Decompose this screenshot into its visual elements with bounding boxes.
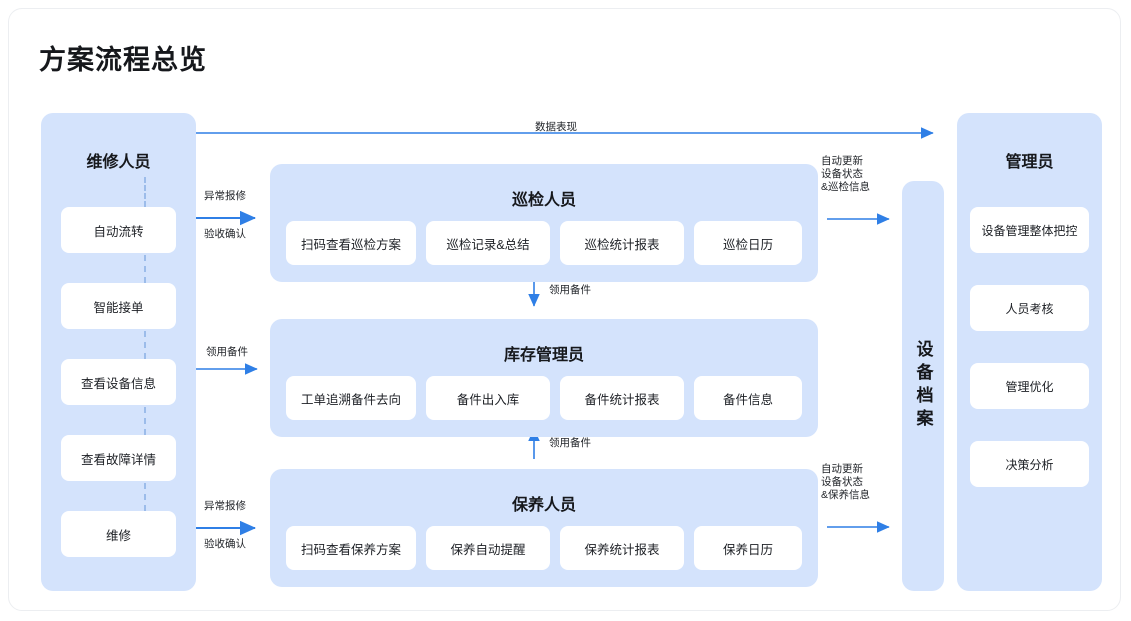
device-archive-bar: 设备档案: [902, 181, 944, 591]
chip-maintenance-auto-remind[interactable]: 保养自动提醒: [426, 526, 550, 570]
label-maint-acceptance-confirm: 验收确认: [204, 538, 246, 550]
column-administrator-title: 管理员: [1005, 154, 1054, 171]
chip-repair[interactable]: 维修: [61, 511, 176, 557]
row-inspection-staff-title: 巡检人员: [511, 192, 576, 209]
chip-inspection-record-summary[interactable]: 巡检记录&总结: [426, 221, 550, 265]
label-parts-request-down: 领用备件: [549, 284, 591, 296]
chip-view-device-info[interactable]: 查看设备信息: [61, 359, 176, 405]
label-inspect-acceptance-confirm: 验收确认: [204, 228, 246, 240]
chip-device-overall-control[interactable]: 设备管理整体把控: [970, 207, 1089, 253]
chip-management-optimization[interactable]: 管理优化: [970, 363, 1089, 409]
row-inspection-staff: 巡检人员 扫码查看巡检方案 巡检记录&总结 巡检统计报表 巡检日历: [270, 164, 818, 282]
chip-inspection-stat-report[interactable]: 巡检统计报表: [560, 221, 684, 265]
chip-view-fault-detail[interactable]: 查看故障详情: [61, 435, 176, 481]
label-auto-update-inspect-line3: &巡检信息: [821, 181, 871, 193]
row-maintenance-staff: 保养人员 扫码查看保养方案 保养自动提醒 保养统计报表 保养日历: [270, 469, 818, 587]
chip-staff-assessment[interactable]: 人员考核: [970, 285, 1089, 331]
dash-connector-2: [144, 331, 146, 359]
chip-inspection-calendar[interactable]: 巡检日历: [694, 221, 802, 265]
chip-maintenance-calendar[interactable]: 保养日历: [694, 526, 802, 570]
label-parts-request-left: 领用备件: [206, 346, 248, 358]
column-administrator: 管理员 设备管理整体把控 人员考核 管理优化 决策分析: [957, 113, 1102, 591]
dash-connector-0: [144, 177, 146, 207]
dash-connector-4: [144, 483, 146, 511]
label-auto-update-maint-line3: &保养信息: [821, 489, 871, 501]
chip-maintenance-stat-report[interactable]: 保养统计报表: [560, 526, 684, 570]
label-auto-update-inspect-line2: 设备状态: [821, 168, 863, 180]
chip-parts-stat-report[interactable]: 备件统计报表: [560, 376, 684, 420]
chip-workorder-trace-parts[interactable]: 工单追溯备件去向: [286, 376, 416, 420]
label-auto-update-maint-line1: 自动更新: [821, 463, 863, 475]
chip-auto-flow[interactable]: 自动流转: [61, 207, 176, 253]
chip-scan-inspection-plan[interactable]: 扫码查看巡检方案: [286, 221, 416, 265]
row-maintenance-staff-title: 保养人员: [511, 497, 576, 514]
device-archive-label: 设备档案: [913, 340, 933, 432]
dash-connector-3: [144, 407, 146, 435]
chip-smart-order[interactable]: 智能接单: [61, 283, 176, 329]
chip-parts-info[interactable]: 备件信息: [694, 376, 802, 420]
chip-decision-analysis[interactable]: 决策分析: [970, 441, 1089, 487]
dash-connector-1: [144, 255, 146, 283]
chip-scan-maintenance-plan[interactable]: 扫码查看保养方案: [286, 526, 416, 570]
label-parts-request-up: 领用备件: [549, 437, 591, 449]
column-repair-staff-title: 维修人员: [86, 154, 151, 171]
page-card: 方案流程总览 数据表现 异常报修 验收确认 异常报修 验收确认: [8, 8, 1121, 611]
label-data-performance: 数据表现: [535, 121, 577, 133]
label-auto-update-maint-line2: 设备状态: [821, 476, 863, 488]
page-title: 方案流程总览: [39, 45, 207, 75]
chip-parts-in-out[interactable]: 备件出入库: [426, 376, 550, 420]
label-auto-update-inspect-line1: 自动更新: [821, 155, 863, 167]
row-inventory-manager: 库存管理员 工单追溯备件去向 备件出入库 备件统计报表 备件信息: [270, 319, 818, 437]
row-inventory-manager-title: 库存管理员: [503, 347, 584, 364]
label-maint-exception-report: 异常报修: [204, 500, 246, 512]
label-inspect-exception-report: 异常报修: [204, 190, 246, 202]
column-repair-staff: 维修人员 自动流转 智能接单 查看设备信息 查看故障详情 维修: [41, 113, 196, 591]
